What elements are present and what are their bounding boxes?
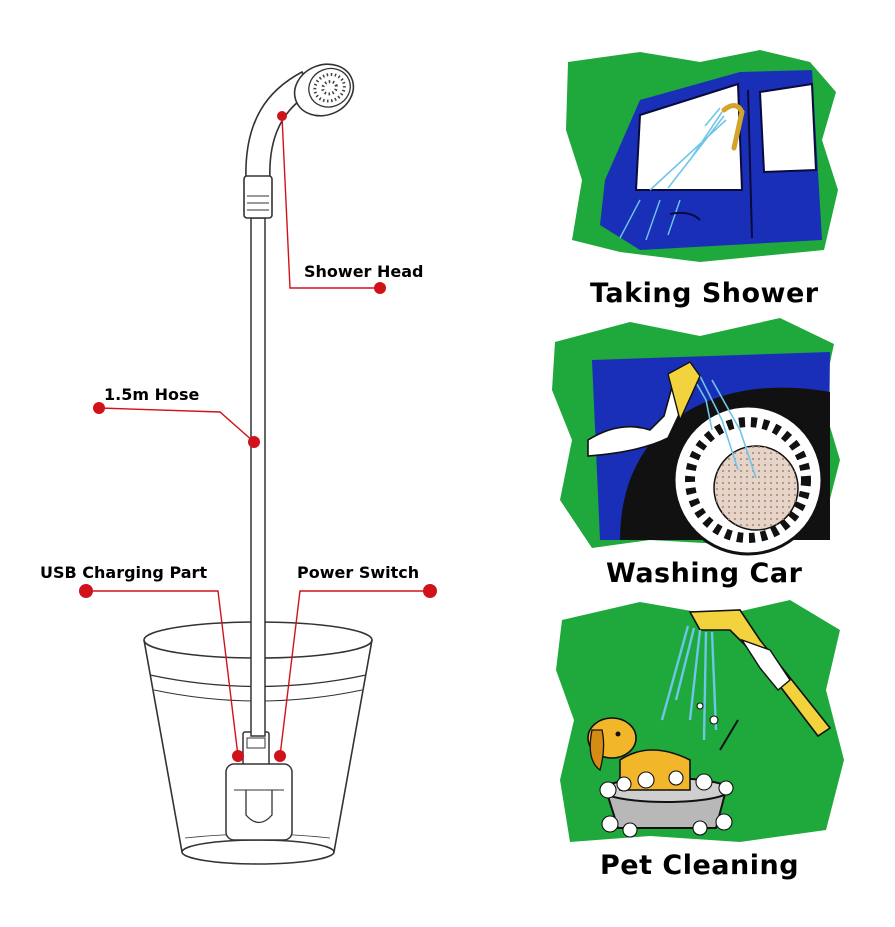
hose-tube: [250, 217, 266, 737]
callout-markers: [79, 111, 437, 762]
car-window-shower-illustration: [566, 50, 838, 262]
callout-shower-head: Shower Head: [304, 262, 424, 281]
car-wheel-washing-illustration: [552, 318, 840, 556]
pump-unit: [225, 731, 293, 841]
callout-hose: 1.5m Hose: [104, 385, 199, 404]
callout-usb-charging: USB Charging Part: [40, 563, 207, 582]
leader-lines: [86, 115, 430, 757]
dog-bath-illustration: [556, 600, 844, 842]
panel-caption-pet-cleaning: Pet Cleaning: [600, 850, 799, 881]
callout-power-switch: Power Switch: [297, 563, 419, 582]
shower-head: [293, 63, 355, 117]
panel-caption-washing-car: Washing Car: [606, 558, 803, 589]
panel-caption-taking-shower: Taking Shower: [590, 278, 819, 309]
